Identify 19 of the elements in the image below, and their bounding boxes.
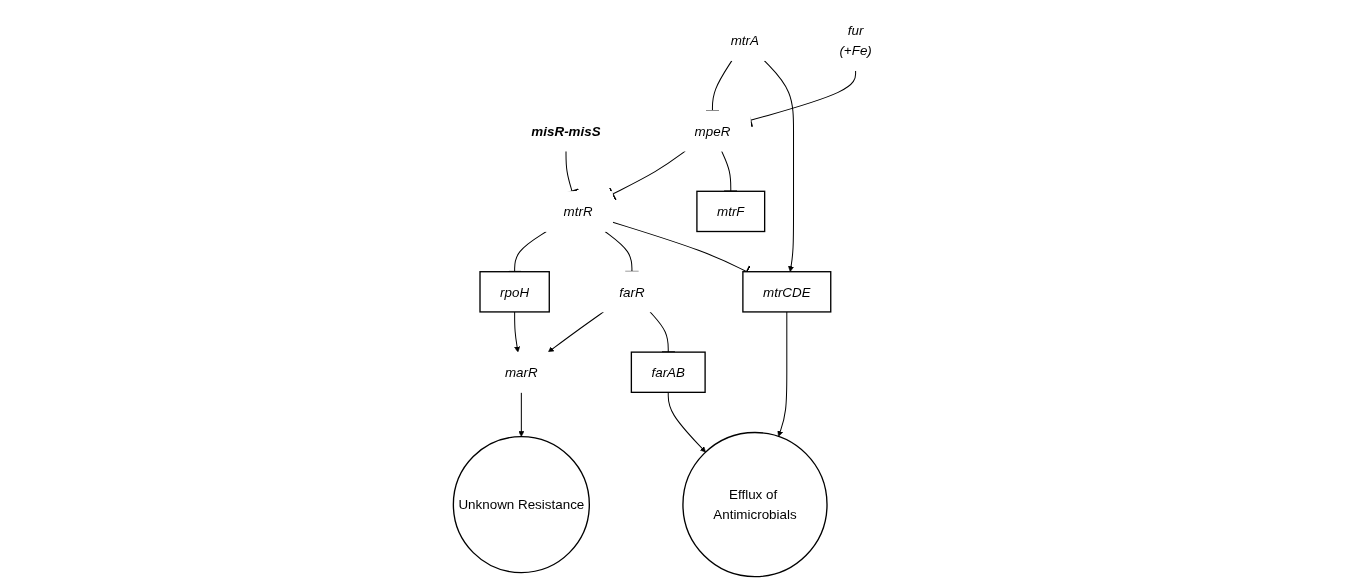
node-text: misR-misS <box>531 123 601 139</box>
node-box: mtrCDE <box>742 271 832 313</box>
arrow <box>763 60 794 272</box>
node-circle: Unknown Resistance <box>452 435 590 574</box>
arrow <box>777 311 788 437</box>
arrow <box>667 391 706 453</box>
node-circle: Efflux of Antimicrobials <box>682 431 828 578</box>
node-label: (+Fe) <box>839 43 872 58</box>
node-text: farR <box>619 284 645 300</box>
arrow <box>518 391 525 437</box>
connector <box>608 150 686 201</box>
node-text: marR <box>504 364 538 380</box>
node-text: mtrA <box>730 33 759 48</box>
node-box: mtrF <box>696 190 766 233</box>
arrow <box>547 311 604 353</box>
node-box: rpoH <box>479 271 550 313</box>
arrow <box>514 311 520 353</box>
node-text: fur <box>847 23 864 38</box>
node-box: farAB <box>630 351 706 393</box>
